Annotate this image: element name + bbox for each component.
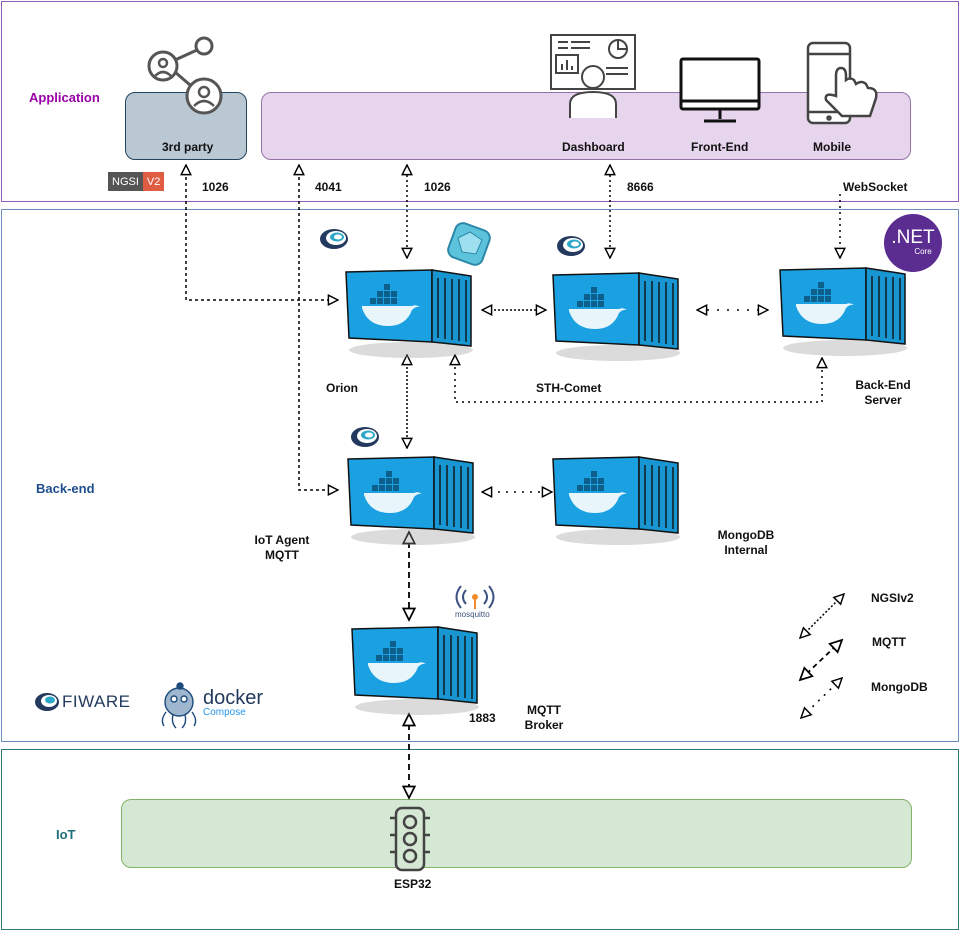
frontend-label: Front-End <box>691 140 749 154</box>
mqtt-broker-line2: Broker <box>524 718 564 732</box>
compose-word: Compose <box>203 707 246 718</box>
dashboard-icon <box>550 34 636 118</box>
container-mongodb <box>552 456 681 546</box>
arrow-backend-orion-loop <box>455 355 822 403</box>
mongodb-label: MongoDB Internal <box>704 528 788 558</box>
mongodb-line2: Internal <box>724 543 768 557</box>
docker-compose-octopus-icon <box>161 682 197 729</box>
port-8666: 8666 <box>627 180 654 194</box>
legend-ngsiv2-label: NGSIv2 <box>871 591 914 605</box>
fiware-icon-sth <box>557 236 585 256</box>
dotnet-main-text: .NET <box>891 227 935 248</box>
orion-label: Orion <box>326 381 358 395</box>
mosquitto-text: mosquitto <box>455 610 490 619</box>
share-users-icon <box>147 36 223 115</box>
mqtt-broker-line1: MQTT <box>527 703 561 717</box>
legend-mongodb-label: MongoDB <box>871 680 928 694</box>
iot-section <box>1 749 959 930</box>
ngsi-badge-left: NGSI <box>108 172 143 191</box>
backend-title: Back-end <box>36 481 95 496</box>
ngsi-badge-right: V2 <box>142 172 165 191</box>
port-1026-3rdparty: 1026 <box>202 180 229 194</box>
iot-title: IoT <box>56 827 76 842</box>
dotnet-core-logo <box>884 214 942 272</box>
mongodb-line1: MongoDB <box>717 528 775 542</box>
mobile-touch-icon <box>806 41 878 125</box>
sth-comet-label: STH-Comet <box>536 381 602 395</box>
backend-server-line1: Back-End <box>855 378 911 392</box>
dotnet-logo-text: .NET Core <box>884 228 942 256</box>
iot-agent-line2: MQTT <box>265 548 299 562</box>
third-party-box <box>125 92 247 160</box>
container-sth-comet <box>552 272 681 362</box>
legend-mongodb-arrow <box>801 678 842 718</box>
esp32-device-icon <box>390 806 430 872</box>
port-1026-orion: 1026 <box>424 180 451 194</box>
container-iot-agent <box>347 456 476 546</box>
orion-gem-icon <box>447 222 491 266</box>
fiware-logo-icon <box>35 693 59 711</box>
dotnet-sub-text: Core <box>914 247 932 256</box>
third-party-label: 3rd party <box>162 140 214 154</box>
docker-logo-text: docker Compose <box>203 688 263 718</box>
esp32-label: ESP32 <box>394 877 432 891</box>
ngsi-v2-badge: NGSI V2 <box>108 172 165 191</box>
backend-server-label: Back-End Server <box>847 378 919 408</box>
arrow-4041-iotagent <box>299 165 338 490</box>
mqtt-broker-label: MQTT Broker <box>514 703 574 733</box>
fiware-icon-iot-agent <box>351 427 379 447</box>
websocket-label: WebSocket <box>843 180 908 194</box>
container-mqtt-broker <box>351 626 480 716</box>
iot-device-box <box>121 799 912 868</box>
legend-mqtt-arrow <box>800 640 842 680</box>
dashboard-label: Dashboard <box>562 140 625 154</box>
port-1883: 1883 <box>469 711 496 725</box>
port-4041: 4041 <box>315 180 342 194</box>
mobile-label: Mobile <box>813 140 851 154</box>
fiware-logo-text: FIWARE <box>62 692 131 711</box>
backend-section <box>1 209 959 742</box>
backend-server-line2: Server <box>864 393 902 407</box>
container-orion <box>345 269 474 359</box>
arrow-3rdparty-orion <box>186 165 338 300</box>
legend-mqtt-label: MQTT <box>872 635 906 649</box>
fiware-icon-orion <box>320 229 348 249</box>
legend-ngsiv2-arrow <box>800 594 844 638</box>
iot-agent-line1: IoT Agent <box>254 533 310 547</box>
monitor-icon <box>679 57 761 123</box>
iot-agent-label: IoT Agent MQTT <box>244 533 320 563</box>
container-backend-server <box>779 267 908 357</box>
application-section <box>1 1 959 202</box>
application-title: Application <box>29 90 100 105</box>
mosquitto-logo <box>455 585 495 609</box>
docker-word: docker <box>203 687 264 709</box>
